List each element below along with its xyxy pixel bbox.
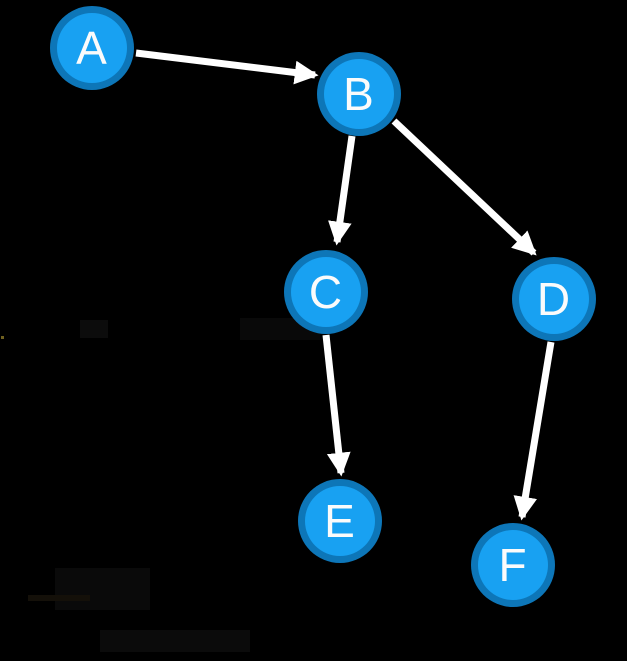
node-label: D <box>536 273 572 325</box>
background-artifact <box>55 568 150 610</box>
node-label: B <box>343 68 375 120</box>
node-body: A <box>57 13 127 83</box>
edge-B-C <box>328 135 356 246</box>
node-C[interactable]: C <box>284 250 368 334</box>
node-E[interactable]: E <box>298 479 382 563</box>
node-body: B <box>324 59 394 129</box>
node-F[interactable]: F <box>471 523 555 607</box>
node-body: F <box>478 530 548 600</box>
node-label: E <box>324 495 356 547</box>
node-B[interactable]: B <box>317 52 401 136</box>
node-body: C <box>291 257 361 327</box>
node-label: F <box>498 539 528 591</box>
background-artifact <box>100 630 250 652</box>
node-label: C <box>308 266 344 318</box>
edge-B-D <box>391 118 537 256</box>
node-D[interactable]: D <box>512 257 596 341</box>
background-artifact <box>28 595 90 601</box>
stray-pixel <box>1 336 4 339</box>
edge-C-E <box>322 334 351 477</box>
node-A[interactable]: A <box>50 6 134 90</box>
node-body: E <box>305 486 375 556</box>
edge-D-F <box>513 341 555 521</box>
node-body: D <box>519 264 589 334</box>
background-artifact <box>80 320 108 338</box>
node-label: A <box>76 22 108 74</box>
edge-A-B <box>135 49 319 85</box>
